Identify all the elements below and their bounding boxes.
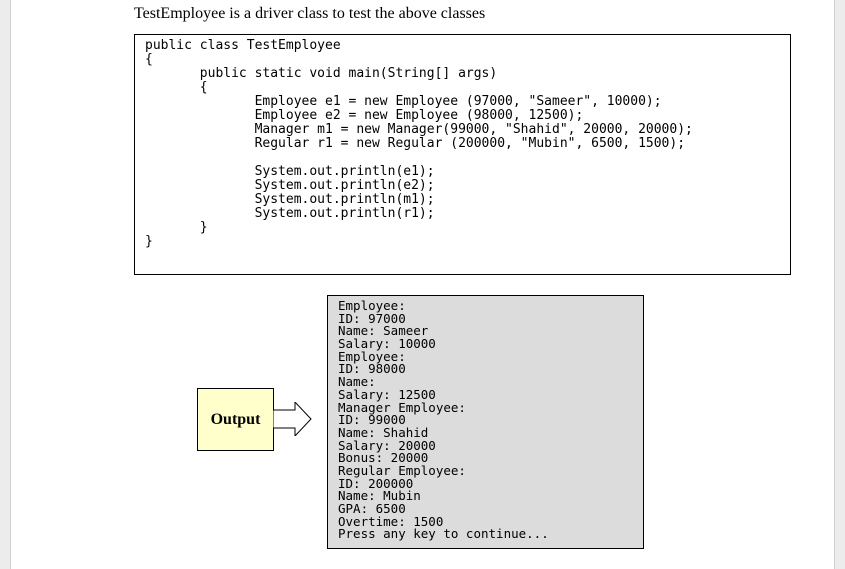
code-listing-box: public class TestEmployee { public stati… — [134, 34, 791, 275]
code-line: System.out.println(r1); — [145, 206, 435, 221]
output-label: Output — [210, 410, 261, 428]
document-page: TestEmployee is a driver class to test t… — [10, 0, 835, 569]
code-line: Regular r1 = new Regular (200000, "Mubin… — [145, 136, 686, 151]
console-line: Regular Employee: — [338, 462, 466, 478]
code-line: } — [145, 220, 208, 235]
console-lines: Employee: ID: 97000 Name: Sameer Salary:… — [338, 298, 549, 542]
console-line: Salary: 12500 — [338, 386, 436, 402]
console-line: ID: 99000 — [338, 412, 406, 428]
console-line: ID: 98000 — [338, 361, 406, 377]
console-line: Manager Employee: — [338, 399, 466, 415]
console-line: Employee: — [338, 348, 406, 364]
console-line: Press any key to continue... — [338, 526, 549, 542]
code-line: System.out.println(m1); — [145, 192, 435, 207]
code-line: public class TestEmployee — [145, 38, 341, 53]
code-line: { — [145, 80, 208, 95]
code-line: Manager m1 = new Manager(99000, "Shahid"… — [145, 122, 693, 137]
code-line — [145, 151, 693, 165]
console-line: Name: Mubin — [338, 488, 421, 504]
code-line: } — [145, 234, 153, 249]
console-line: Salary: 10000 — [338, 336, 436, 352]
code-line: { — [145, 52, 153, 67]
code-line: Employee e1 = new Employee (97000, "Same… — [145, 94, 662, 109]
console-line: Name: Shahid — [338, 424, 429, 440]
output-label-box: Output — [197, 388, 274, 451]
code-line: Employee e2 = new Employee (98000, 12500… — [145, 108, 584, 123]
intro-text: TestEmployee is a driver class to test t… — [134, 5, 486, 22]
console-line: Bonus: 20000 — [338, 450, 429, 466]
code-lines: public class TestEmployee { public stati… — [145, 39, 693, 249]
console-line: Name: — [338, 374, 376, 390]
right-arrow-icon — [273, 402, 312, 436]
code-line: public static void main(String[] args) — [145, 66, 498, 81]
console-line: ID: 97000 — [338, 310, 406, 326]
console-line: ID: 200000 — [338, 475, 414, 491]
console-line: Salary: 20000 — [338, 437, 436, 453]
console-line: Name: Sameer — [338, 323, 429, 339]
code-line: System.out.println(e1); — [145, 164, 435, 179]
console-output-box: Employee: ID: 97000 Name: Sameer Salary:… — [327, 295, 644, 549]
console-line: Employee: — [338, 298, 406, 313]
console-line: Overtime: 1500 — [338, 513, 444, 529]
console-line: GPA: 6500 — [338, 501, 406, 516]
code-line: System.out.println(e2); — [145, 178, 435, 193]
